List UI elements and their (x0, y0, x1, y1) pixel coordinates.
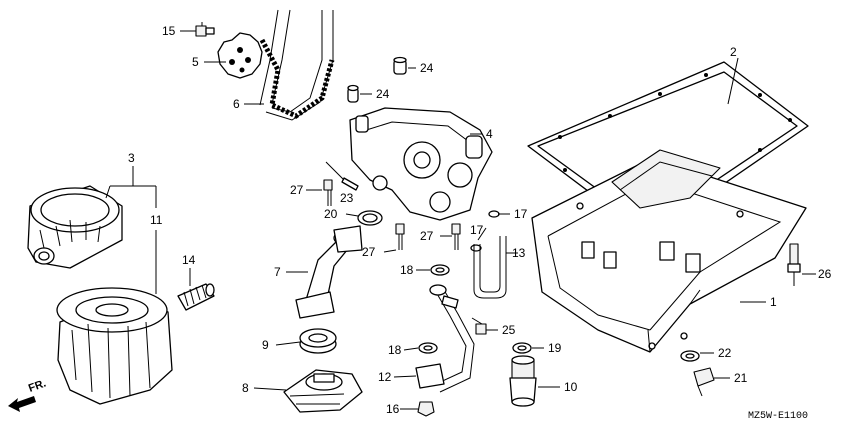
callout-8: 8 (242, 381, 249, 395)
callout-3: 3 (128, 151, 135, 165)
oil-strainer (283, 369, 363, 413)
strainer-seal (299, 328, 337, 354)
oil-pump (349, 107, 493, 221)
callout-10: 10 (564, 380, 578, 394)
callout-27c: 27 (420, 229, 434, 243)
callout-19: 19 (548, 341, 562, 355)
oil-pipe-13 (473, 236, 507, 299)
callout-18b: 18 (388, 343, 402, 357)
callout-22: 22 (718, 346, 732, 360)
bolt-25 (471, 317, 487, 335)
front-label: FR. (27, 377, 48, 394)
callout-23: 23 (340, 191, 354, 205)
front-direction-arrow: FR. (8, 377, 48, 412)
oil-pump-sprocket (217, 32, 263, 79)
oil-filter (56, 287, 173, 405)
bolt-26 (787, 243, 801, 286)
pin-23 (341, 177, 359, 191)
callout-24b: 24 (376, 87, 390, 101)
washer-19 (512, 342, 532, 354)
callout-2: 2 (730, 45, 737, 59)
callout-16: 16 (386, 402, 400, 416)
callout-12: 12 (378, 370, 392, 384)
bolt-27c (451, 223, 461, 250)
drain-bolt (693, 367, 715, 397)
leader-lines (105, 30, 816, 410)
callout-26: 26 (818, 267, 832, 281)
washer-17a (488, 210, 500, 218)
oil-pump-drive-chain (259, 9, 335, 121)
drain-washer (680, 350, 700, 362)
callout-5: 5 (192, 55, 199, 69)
filter-union-bolt (177, 283, 215, 311)
callout-17b: 17 (470, 223, 484, 237)
callout-13: 13 (512, 246, 526, 260)
dowel-pin-24b (347, 84, 359, 103)
diagram-code: MZ5W-E1100 (748, 411, 808, 422)
washer-18b (418, 342, 438, 354)
bolt-27b (395, 223, 405, 250)
callout-labels: 15 5 6 24 24 4 2 3 11 27 23 20 17 17 27 … (128, 24, 832, 416)
oil-filter-boss (27, 185, 123, 269)
callout-14: 14 (182, 253, 196, 267)
callout-9: 9 (262, 338, 269, 352)
dowel-pin-24a (393, 56, 407, 75)
callout-21: 21 (734, 371, 748, 385)
bolt-16 (417, 401, 435, 417)
bolt-15 (195, 22, 215, 37)
callout-6: 6 (233, 97, 240, 111)
o-ring-20 (357, 210, 383, 226)
callout-17a: 17 (514, 207, 528, 221)
callout-27a: 27 (290, 183, 304, 197)
callout-15: 15 (162, 24, 176, 38)
oil-pressure-switch (509, 355, 537, 407)
oil-strainer-pipe (295, 225, 363, 319)
oil-pipe-12 (415, 284, 475, 393)
callout-4: 4 (486, 127, 493, 141)
callout-20: 20 (324, 207, 338, 221)
washer-18a (430, 264, 450, 276)
callout-11: 11 (150, 213, 163, 227)
callout-24a: 24 (420, 61, 434, 75)
callout-25: 25 (502, 323, 516, 337)
callout-27b: 27 (362, 245, 376, 259)
oil-pan (531, 149, 807, 353)
callout-18a: 18 (400, 263, 414, 277)
bolt-27a (323, 179, 333, 206)
callout-7: 7 (274, 265, 281, 279)
callout-1: 1 (770, 295, 777, 309)
